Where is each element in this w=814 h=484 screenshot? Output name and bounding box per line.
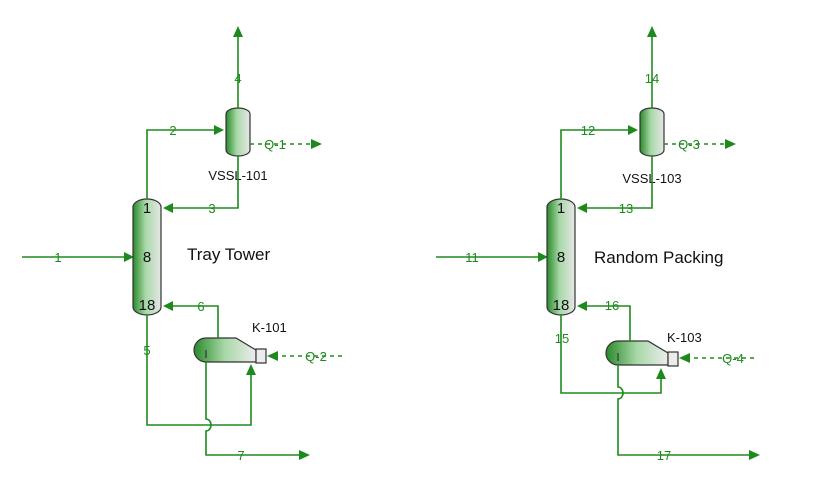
- stream-label: 1: [54, 250, 61, 265]
- left-flowsheet: 1 1 8 18 Tray Tower 2 VSSL-101 4 Q-1 3: [22, 26, 342, 463]
- stage-top-label: 1: [143, 200, 151, 217]
- stream-label: 11: [465, 250, 479, 265]
- right-flowsheet: 11 1 8 18 Random Packing 12 VSSL-103 14 …: [436, 26, 760, 463]
- stream-label: 3: [208, 201, 215, 216]
- reboiler-label: K-101: [252, 320, 287, 335]
- stream-label: 5: [143, 343, 150, 358]
- reflux-vessel[interactable]: [639, 107, 665, 157]
- stream-label: 13: [619, 201, 633, 216]
- column-title: Tray Tower: [187, 245, 270, 264]
- reboiler[interactable]: [605, 340, 679, 367]
- stream-label: 6: [197, 299, 204, 314]
- stream-label: 12: [581, 123, 595, 138]
- column-title: Random Packing: [594, 248, 723, 267]
- reboiler[interactable]: [193, 337, 267, 364]
- energy-stream-label: Q-4: [722, 351, 744, 366]
- stream-label: 2: [169, 123, 176, 138]
- reboiler-label: K-103: [667, 330, 702, 345]
- stream-label: 15: [555, 331, 569, 346]
- reflux-vessel[interactable]: [225, 107, 251, 157]
- stage-top-label: 1: [557, 200, 565, 217]
- energy-stream-label: Q-2: [305, 349, 327, 364]
- stream-label: 7: [237, 448, 244, 463]
- stage-feed-label: 8: [143, 249, 151, 266]
- energy-stream-label: Q-3: [678, 137, 700, 152]
- stream-label: 16: [605, 298, 619, 313]
- stage-bottom-label: 18: [553, 297, 570, 314]
- stream-label: 4: [234, 71, 241, 86]
- stream-label: 14: [645, 71, 659, 86]
- energy-stream-label: Q-1: [264, 137, 286, 152]
- stage-bottom-label: 18: [139, 297, 156, 314]
- stage-feed-label: 8: [557, 249, 565, 266]
- stream-label: 17: [657, 448, 671, 463]
